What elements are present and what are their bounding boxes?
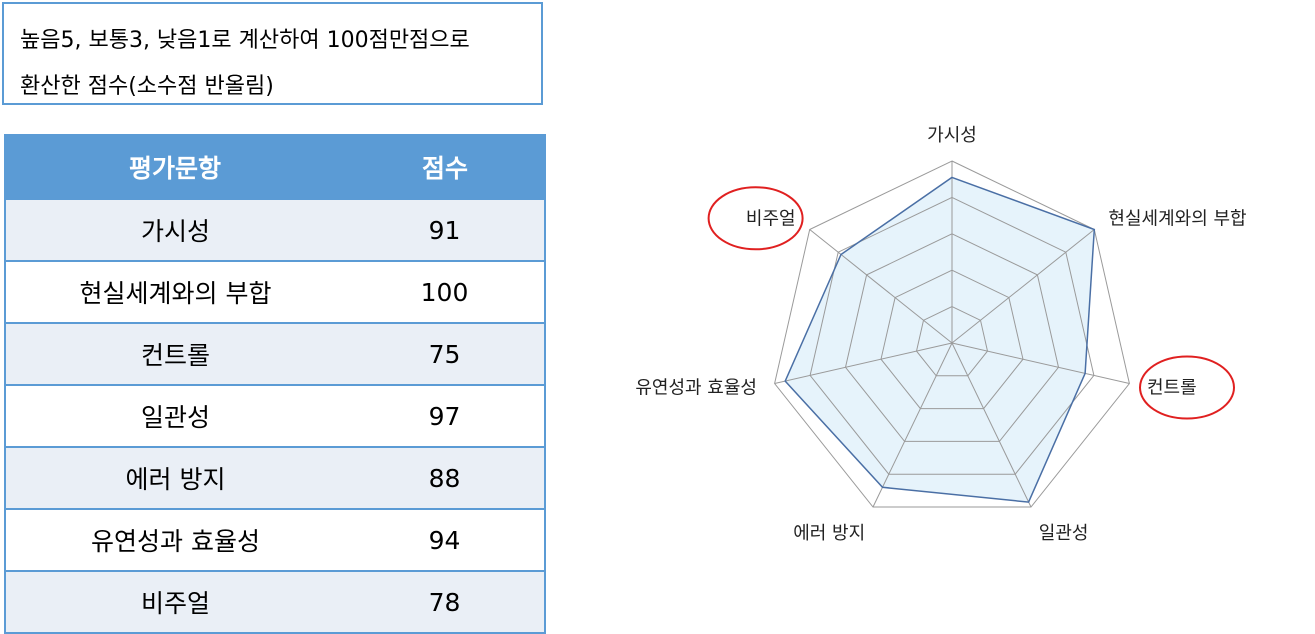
row-score: 100 (345, 260, 546, 324)
scoring-note-line-2: 환산한 점수(소수점 반올림) (20, 74, 274, 99)
radar-spoke (774, 342, 953, 384)
header-score: 점수 (344, 134, 546, 200)
table-row: 가시성 91 (4, 198, 546, 262)
row-item: 현실세계와의 부합 (4, 260, 345, 324)
radar-spoke (809, 229, 953, 344)
table-header-row: 평가문항 점수 (4, 134, 546, 200)
table-row: 일관성 97 (4, 384, 546, 448)
radar-axis-label: 일관성 (1039, 523, 1089, 544)
radar-axis-label: 현실세계와의 부합 (1108, 208, 1246, 229)
row-item: 유연성과 효율성 (4, 508, 345, 572)
radar-series-fill (785, 177, 1095, 503)
radar-axis-label: 비주얼 (746, 208, 796, 229)
radar-grid-ring (880, 269, 1024, 410)
highlight-circle (1139, 355, 1235, 420)
highlight-circle (707, 186, 804, 251)
row-item: 일관성 (4, 384, 345, 448)
table-row: 비주얼 78 (4, 570, 546, 634)
table-row: 컨트롤 75 (4, 322, 546, 386)
row-score: 94 (345, 508, 546, 572)
header-item: 평가문항 (4, 134, 346, 200)
table-row: 에러 방지 88 (4, 446, 546, 510)
row-score: 97 (345, 384, 546, 448)
radar-spoke (951, 342, 1130, 384)
radar-spoke (951, 229, 1095, 344)
row-score: 88 (345, 446, 546, 510)
radar-axis-label: 에러 방지 (793, 523, 865, 544)
table-row: 현실세계와의 부합 100 (4, 260, 546, 324)
row-score: 78 (345, 570, 546, 634)
scoring-note-line-1: 높음5, 보통3, 낮음1로 계산하여 100점만점으로 (20, 28, 470, 53)
radar-grid-ring (774, 160, 1130, 508)
radar-axis-label: 유연성과 효율성 (635, 378, 757, 399)
table-row: 유연성과 효율성 94 (4, 508, 546, 572)
scoring-note: 높음5, 보통3, 낮음1로 계산하여 100점만점으로 환산한 점수(소수점 … (2, 2, 543, 105)
row-item: 에러 방지 (4, 446, 345, 510)
radar-grid-ring (844, 233, 1060, 442)
radar-series-line (784, 176, 1096, 503)
radar-grid-ring (915, 306, 989, 377)
radar-axis-label: 컨트롤 (1147, 378, 1197, 399)
row-score: 91 (345, 198, 546, 262)
row-item: 컨트롤 (4, 322, 345, 386)
radar-spoke (872, 342, 953, 508)
row-item: 가시성 (4, 198, 345, 262)
radar-spoke (951, 342, 1032, 508)
row-score: 75 (345, 322, 546, 386)
radar-axis-label: 가시성 (927, 125, 977, 146)
score-table: 평가문항 점수 가시성 91 현실세계와의 부합 100 컨트롤 75 일관성 … (4, 134, 546, 634)
